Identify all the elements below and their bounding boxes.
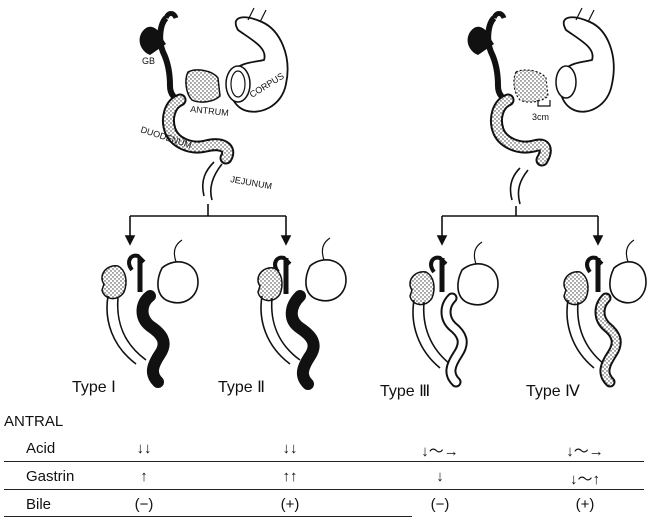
acid-type-1: ↓↓ xyxy=(99,440,189,457)
row-label-bile: Bile xyxy=(26,496,51,513)
surgical-diagram: GB ANTRUM CORPUS DUODENUM JEJUNUM 3cm xyxy=(0,0,648,400)
bile-type-3: (−) xyxy=(395,496,485,513)
label-gb: GB xyxy=(142,56,155,66)
label-antrum: ANTRUM xyxy=(190,104,229,118)
gastrin-type-3: ↓ xyxy=(395,468,485,485)
type-4-diagram xyxy=(564,240,646,382)
anatomy-surgical: 3cm xyxy=(468,8,614,204)
label-3cm: 3cm xyxy=(532,112,549,122)
type-1-label: Type Ⅰ xyxy=(72,379,116,396)
gastrin-type-2: ↑↑ xyxy=(245,468,335,485)
type-2-diagram xyxy=(258,238,346,384)
anatomy-normal: GB ANTRUM CORPUS DUODENUM JEJUNUM xyxy=(139,8,287,200)
antrum-shape xyxy=(186,70,220,102)
table-divider xyxy=(4,461,644,462)
bile-duct xyxy=(160,18,180,100)
acid-type-4: ↓〜→ xyxy=(540,440,630,461)
branch-arrows xyxy=(126,204,602,244)
type-2-label: Type Ⅱ xyxy=(218,379,265,396)
gastrin-type-1: ↑ xyxy=(99,468,189,485)
table-divider xyxy=(4,516,412,517)
table-divider xyxy=(4,489,644,490)
gastrin-type-4: ↓〜↑ xyxy=(540,468,630,489)
bile-type-4: (+) xyxy=(540,496,630,513)
acid-type-2: ↓↓ xyxy=(245,440,335,457)
type-3-diagram xyxy=(410,242,498,382)
antral-title: ANTRAL xyxy=(4,413,63,430)
bile-type-2: (+) xyxy=(245,496,335,513)
type-1-diagram xyxy=(102,240,198,382)
type-3-label: Type Ⅲ xyxy=(380,383,430,400)
bile-type-1: (−) xyxy=(99,496,189,513)
acid-type-3: ↓〜→ xyxy=(395,440,485,461)
row-label-acid: Acid xyxy=(26,440,55,457)
jejunum-shape xyxy=(203,162,222,200)
type-4-label: Type Ⅳ xyxy=(526,383,580,400)
label-jejunum: JEJUNUM xyxy=(230,174,273,191)
row-label-gastrin: Gastrin xyxy=(26,468,74,485)
